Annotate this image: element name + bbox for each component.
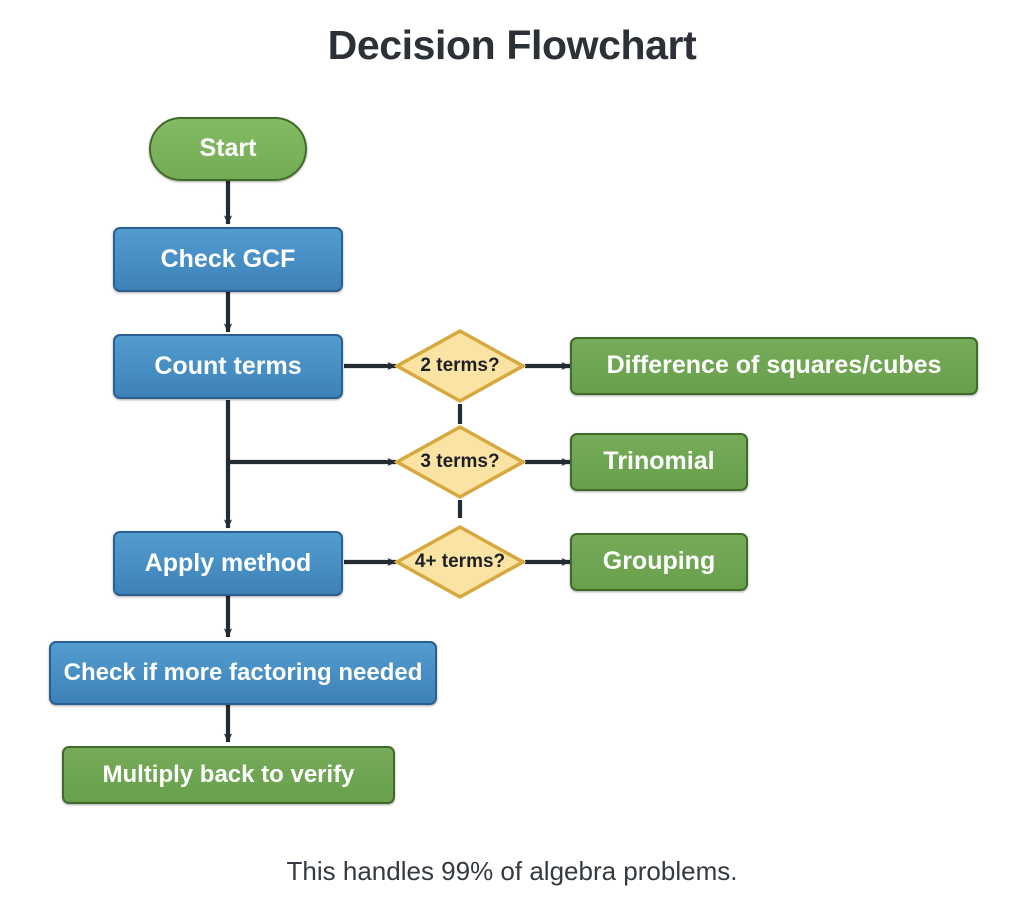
diamond-shape-icon [394,328,526,404]
node-check-if-more-factoring-needed[interactable]: Check if more factoring needed [49,641,437,705]
node-check-gcf[interactable]: Check GCF [113,227,343,292]
footer-caption: This handles 99% of algebra problems. [286,856,738,886]
node-start[interactable]: Start [149,117,307,181]
diamond-shape-icon [394,424,526,500]
node-trinomial[interactable]: Trinomial [570,433,748,491]
node-decision-2-terms[interactable]: 2 terms? [394,328,526,404]
node-decision-4-terms-label: 4+ terms? [414,551,506,572]
node-decision-2-terms-label: 2 terms? [420,355,500,376]
node-grouping[interactable]: Grouping [570,533,748,591]
node-difference-of-squares-cubes[interactable]: Difference of squares/cubes [570,337,978,395]
node-apply-method[interactable]: Apply method [113,531,343,596]
page-title: Decision Flowchart [327,22,697,68]
node-decision-4-terms[interactable]: 4+ terms? [394,524,526,600]
node-multiply-back-to-verify[interactable]: Multiply back to verify [62,746,395,804]
node-decision-3-terms-label: 3 terms? [420,451,500,472]
diamond-shape-icon [394,524,526,600]
node-count-terms[interactable]: Count terms [113,334,343,399]
node-decision-3-terms[interactable]: 3 terms? [394,424,526,500]
